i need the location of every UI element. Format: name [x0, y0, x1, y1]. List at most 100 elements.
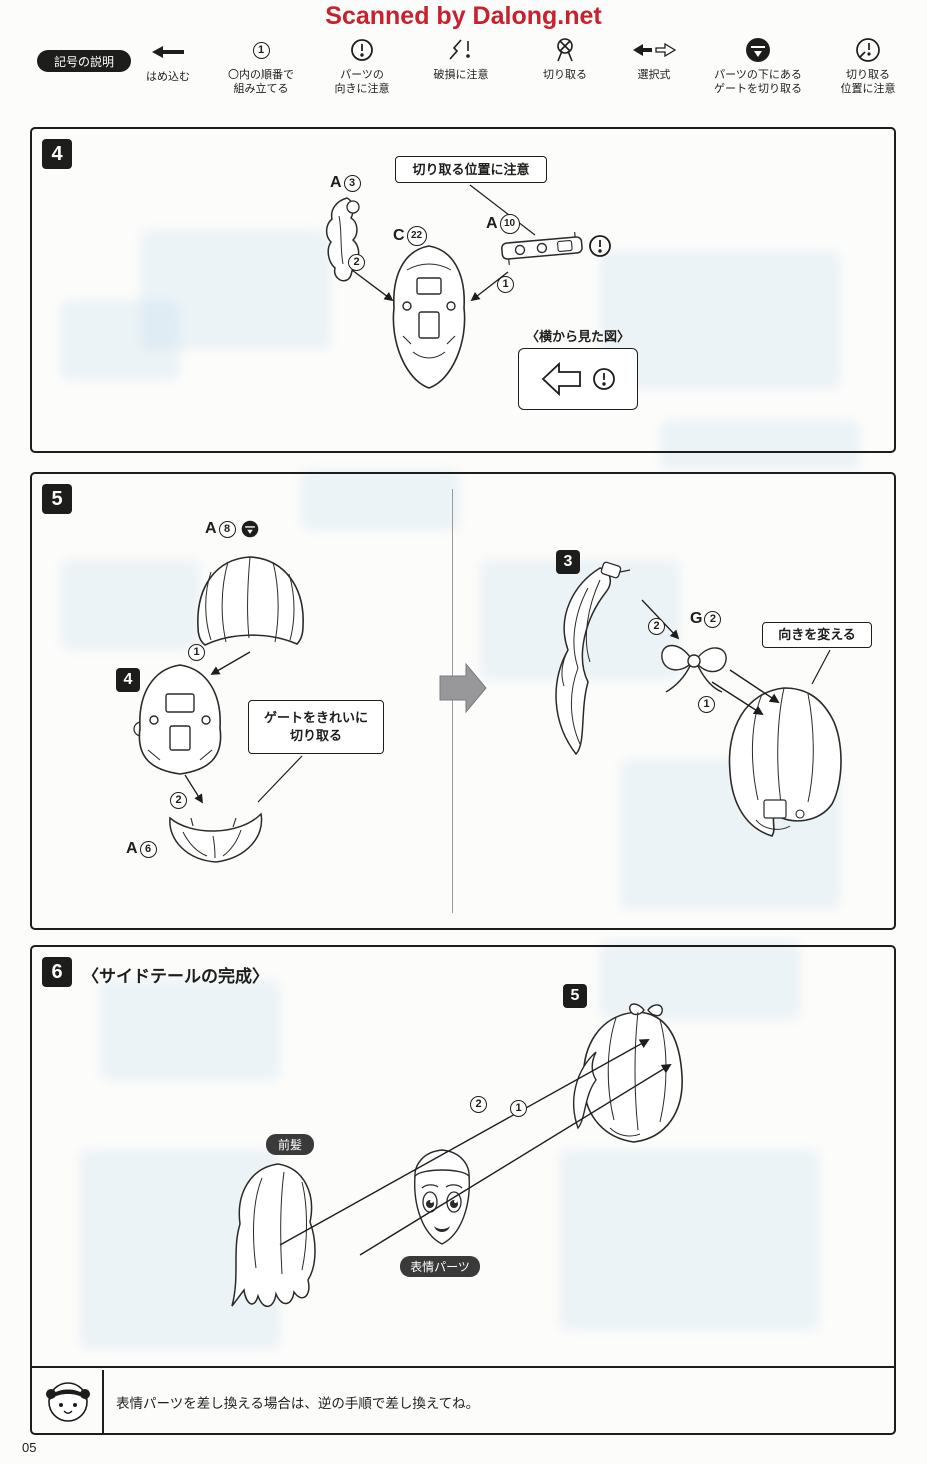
order-mark-1: 1	[188, 644, 205, 661]
bleed-through-ghost	[140, 230, 330, 350]
step4-number: 4	[42, 139, 72, 169]
damage-caution-icon	[447, 36, 475, 64]
mascot-chibi-icon	[46, 1382, 90, 1422]
order-mark-1: 1	[698, 696, 715, 713]
step6-number: 6	[42, 957, 72, 987]
face-drawing	[414, 1149, 470, 1245]
legend-label: 切り取る	[543, 69, 587, 81]
part-letter: C	[393, 227, 405, 244]
legend-item-select: 選択式	[612, 36, 696, 82]
legend-label: パーツの下にある ゲートを切り取る	[714, 69, 802, 96]
step6-panel	[30, 945, 896, 1435]
step4-result-ref: 4	[116, 668, 140, 692]
step6-title: 〈サイドテールの完成〉	[82, 967, 269, 986]
bleed-through-ghost	[300, 470, 460, 530]
part-letter: G	[690, 610, 703, 627]
legend-item-orientation: パーツの 向きに注意	[317, 36, 407, 97]
hair-dome-drawing	[197, 556, 304, 646]
legend-item-cut-position: 切り取る 位置に注意	[824, 36, 912, 97]
head-with-hair-drawing	[728, 687, 842, 837]
side-view-arrow-icon	[541, 361, 581, 397]
step5-divider	[452, 489, 453, 913]
part-letter: A	[205, 520, 217, 537]
ribbon-drawing	[661, 644, 727, 693]
face-parts-badge: 表情パーツ	[400, 1256, 480, 1277]
part-c22-drawing	[392, 245, 466, 389]
part-a3-drawing	[325, 197, 360, 282]
part-number: 8	[218, 520, 236, 538]
order-mark-2: 2	[648, 618, 665, 635]
note-divider	[32, 1366, 894, 1368]
select-icon	[631, 36, 677, 64]
head-frame-drawing	[133, 664, 222, 775]
front-hair-drawing	[231, 1163, 316, 1307]
legend-item-gate-under: パーツの下にある ゲートを切り取る	[706, 36, 810, 97]
legend-label: 切り取る 位置に注意	[840, 69, 896, 96]
order-mark-1: 1	[510, 1100, 527, 1117]
side-view-label: 〈横から見た図〉	[525, 329, 630, 344]
legend-item-damage: 破損に注意	[416, 36, 506, 82]
legend-label: 破損に注意	[433, 69, 489, 81]
note-vertical-divider	[102, 1370, 104, 1434]
side-view-box	[518, 348, 638, 410]
step5-result-ref: 5	[563, 984, 587, 1008]
cut-position-icon	[855, 36, 881, 64]
part-a10-drawing	[501, 232, 583, 265]
legend-badge: 記号の説明	[37, 50, 131, 72]
part-number: 6	[139, 840, 157, 858]
part-number: 10	[499, 214, 520, 234]
step5-number: 5	[42, 484, 72, 514]
legend-label: 〇内の順番で 組み立てる	[228, 69, 294, 96]
caution-icon	[589, 235, 611, 257]
caution-icon	[593, 368, 615, 390]
order-mark-1: 1	[497, 276, 514, 293]
legend-label: はめ込む	[146, 71, 190, 83]
step4-panel	[30, 127, 896, 453]
insert-arrow-icon	[150, 38, 186, 66]
bleed-through-ghost	[660, 420, 860, 470]
bleed-through-ghost	[60, 300, 180, 380]
gate-under-icon	[745, 36, 771, 64]
swap-note: 表情パーツを差し換える場合は、逆の手順で差し換えてね。	[116, 1396, 480, 1411]
legend-label: パーツの 向きに注意	[334, 69, 390, 96]
orientation-caution-icon	[350, 36, 374, 64]
part-number: 2	[704, 610, 722, 628]
order-mark-2: 2	[348, 254, 365, 271]
ponytail-drawing	[555, 561, 631, 756]
part-number: 22	[406, 226, 427, 246]
cut-icon	[551, 36, 579, 64]
order-circle-icon: 1	[252, 36, 270, 64]
step4-cut-position-callout: 切り取る位置に注意	[395, 156, 547, 183]
part-letter: A	[126, 840, 138, 857]
front-hair-badge: 前髪	[266, 1134, 314, 1155]
completed-sidetail-drawing	[572, 1003, 683, 1143]
turn-callout: 向きを変える	[762, 622, 872, 648]
step3-result-ref: 3	[556, 550, 580, 574]
scan-watermark: Scanned by Dalong.net	[325, 2, 602, 30]
legend-item-order: 1 〇内の順番で 組み立てる	[211, 36, 311, 97]
bleed-through-ghost	[60, 560, 200, 650]
legend-item-cut: 切り取る	[522, 36, 608, 82]
page-number: 05	[22, 1440, 37, 1455]
bleed-through-ghost	[600, 250, 840, 390]
order-mark-2: 2	[170, 792, 187, 809]
bleed-through-ghost	[100, 980, 280, 1080]
legend-label: 選択式	[637, 69, 671, 81]
gate-under-icon	[241, 520, 258, 538]
order-circle-number: 1	[252, 41, 270, 59]
part-letter: A	[330, 174, 342, 191]
legend-item-insert: はめ込む	[128, 38, 208, 84]
part-number: 3	[343, 174, 361, 192]
order-mark-2: 2	[470, 1096, 487, 1113]
part-letter: A	[486, 215, 498, 232]
hair-bottom-drawing	[169, 812, 263, 863]
next-step-arrow	[439, 662, 487, 714]
gate-cut-callout: ゲートをきれいに 切り取る	[248, 700, 384, 754]
